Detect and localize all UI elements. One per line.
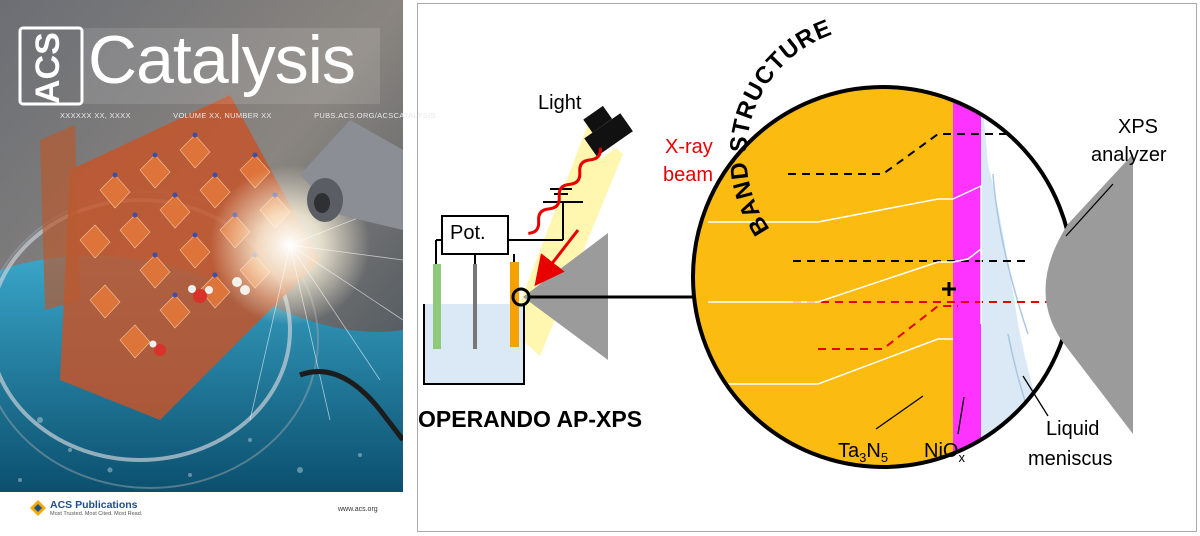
xps-label-line1: XPS — [1118, 116, 1159, 138]
reference-electrode — [473, 264, 477, 349]
journal-title: Catalysis — [88, 22, 356, 98]
ta3n5-label: Ta3N5 — [838, 440, 888, 465]
xps-analyzer-cone — [1045, 154, 1133, 434]
x-ray-label-line1: X-ray — [665, 136, 713, 158]
zoom-marker — [511, 287, 531, 307]
counter-electrode — [433, 264, 441, 349]
potentiostat-box — [441, 215, 509, 255]
leader-lines — [875, 183, 1114, 435]
niox-layer — [953, 87, 981, 467]
oxygen-atom — [193, 289, 207, 303]
light-label: Light — [538, 92, 582, 114]
nio-subscript: x — [958, 450, 965, 465]
liquid-label-line2: meniscus — [1028, 448, 1113, 470]
operando-label: OPERANDO AP-XPS — [418, 406, 643, 432]
x-ray-beam — [528, 147, 602, 235]
publisher-name: ACS Publications — [50, 499, 138, 511]
n-text: N — [866, 440, 881, 462]
issue-date: XXXXXX XX, XXXX — [60, 111, 131, 120]
ta-subscript: 3 — [859, 450, 867, 465]
nio-text: NiO — [924, 440, 959, 462]
electrochemical-cell — [423, 304, 525, 385]
toc-diagram: BAND STRUCTURE — [423, 14, 1133, 469]
xps-label-line2: analyzer — [1091, 144, 1167, 166]
acs-logo: ACS — [29, 32, 67, 104]
crystal-octahedra — [79, 134, 291, 359]
light-source-icon — [583, 105, 634, 159]
issue-info: XXXXXX XX, XXXX VOLUME XX, NUMBER XX PUB… — [60, 111, 476, 120]
publisher-tagline: Most Trusted. Most Cited. Most Read. — [50, 511, 143, 517]
cover-artwork — [0, 0, 403, 536]
potentiostat-label: Pot. — [450, 222, 486, 244]
ground-icon — [543, 188, 583, 240]
journal-cover: ACS Catalysis XXXXXX XX, XXXX VOLUME XX,… — [0, 0, 435, 536]
niox-label: NiOx — [924, 440, 965, 465]
liquid-meniscus — [981, 87, 1068, 467]
toc-graphic: BAND STRUCTURE Light X-ray beam Pot. OPE… — [417, 3, 1197, 532]
electrode-wire — [299, 369, 403, 442]
acs-publications-logo-icon — [30, 500, 46, 516]
issue-volume: VOLUME XX, NUMBER XX — [173, 111, 272, 120]
n-subscript: 5 — [880, 450, 889, 465]
liquid-label-line1: Liquid — [1046, 418, 1100, 440]
working-electrode — [510, 262, 519, 347]
ta-text: Ta — [838, 440, 860, 462]
journal-url: PUBS.ACS.ORG/ACSCATALYSIS — [314, 111, 436, 120]
publisher-website: www.acs.org — [338, 506, 378, 513]
x-ray-label-line2: beam — [663, 164, 714, 186]
xps-nozzle — [300, 120, 403, 230]
